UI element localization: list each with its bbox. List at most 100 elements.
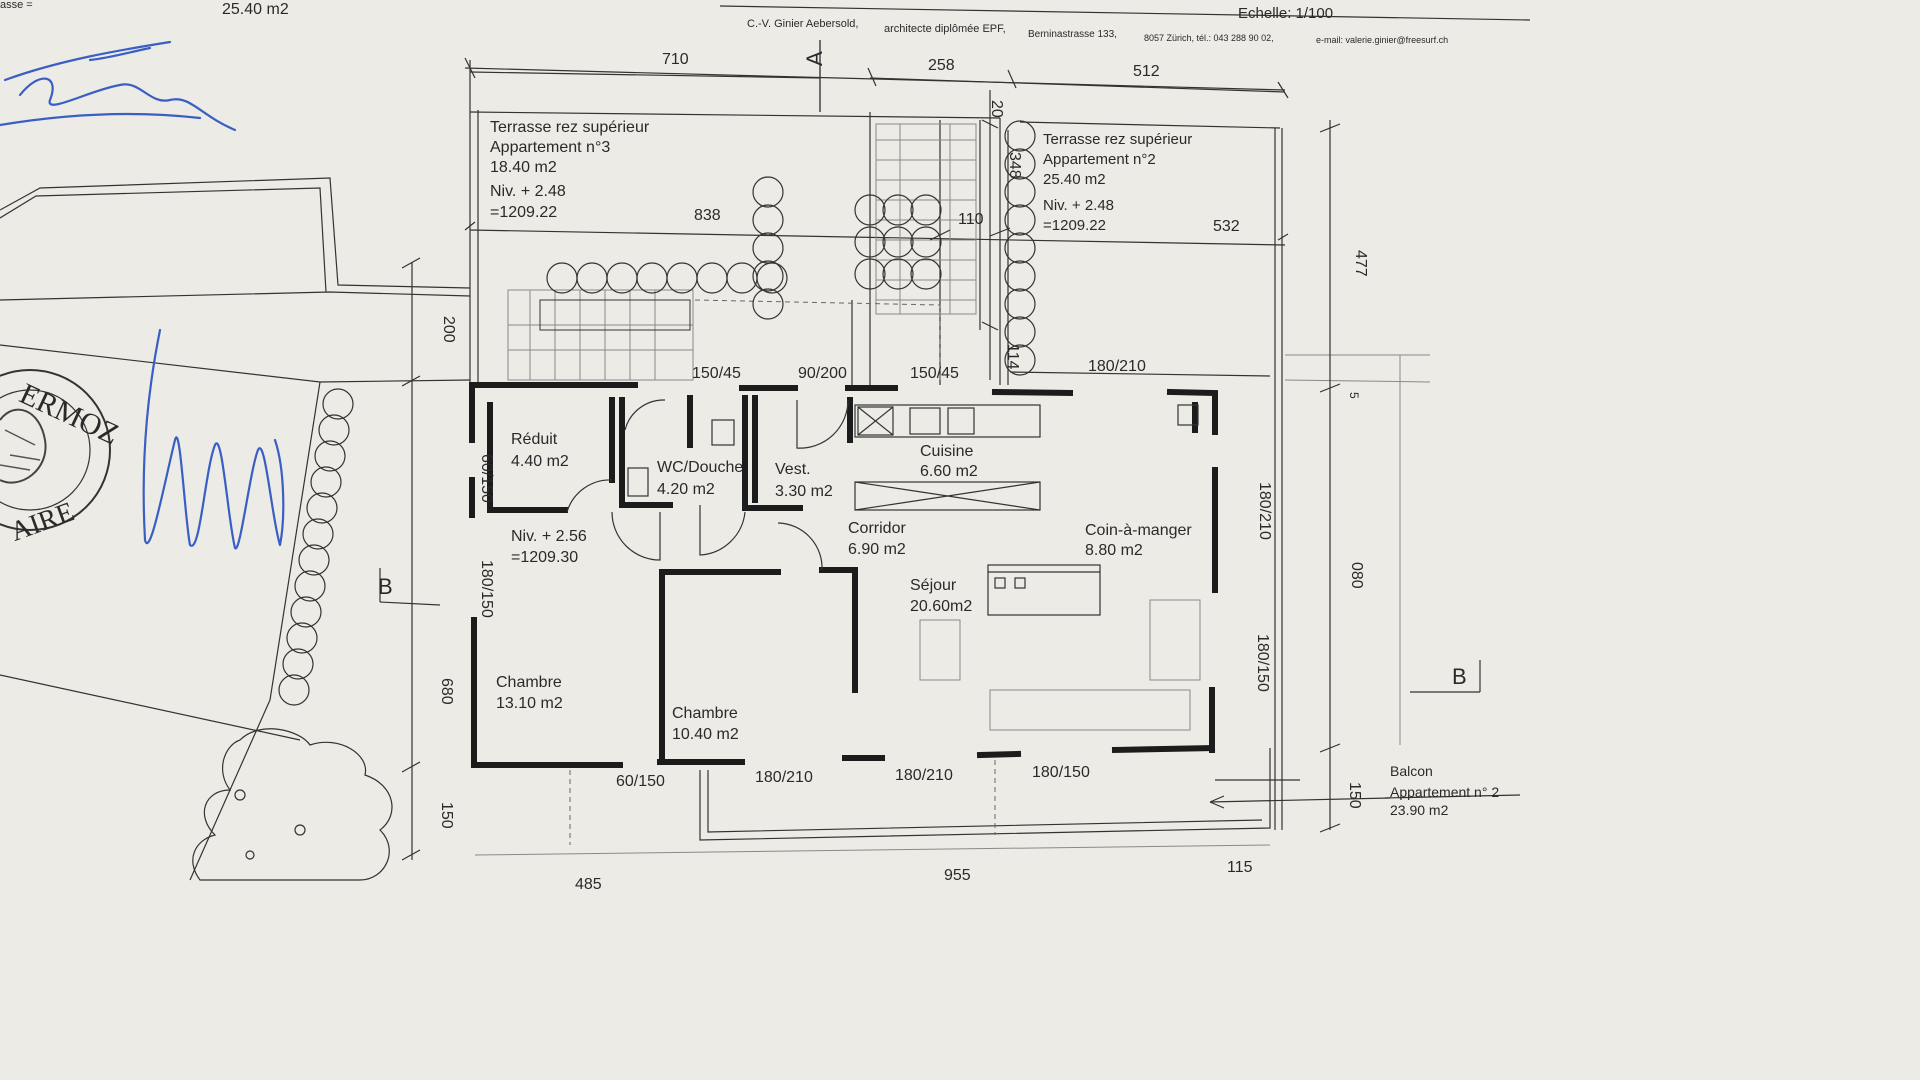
shrub xyxy=(696,262,728,294)
opening-90-200: 90/200 xyxy=(798,365,847,382)
architect-name: C.-V. Ginier Aebersold, xyxy=(747,18,858,30)
kitchen-counter xyxy=(854,404,1199,511)
shrub xyxy=(1004,260,1036,292)
dim-532: 532 xyxy=(1213,218,1240,235)
shrub xyxy=(752,260,784,292)
dimension-lines xyxy=(379,40,1481,861)
shrub xyxy=(286,622,318,654)
stamp-lettering-top: ERMOZ xyxy=(15,377,124,451)
floor-plan: asse = 25.40 m2 Echelle: 1/100 C.-V. Gin… xyxy=(0,0,1531,893)
shrub xyxy=(882,258,914,290)
bathroom-fixtures xyxy=(627,419,735,497)
dim-512: 512 xyxy=(1133,63,1160,80)
opening-60-150-bottom: 60/150 xyxy=(616,773,665,790)
header-rule xyxy=(719,5,1531,21)
dim-115: 115 xyxy=(1227,859,1253,876)
room-chambre1-name: Chambre xyxy=(496,674,562,691)
dim-150-left: 150 xyxy=(438,802,455,829)
top-left-label: asse = xyxy=(0,0,33,11)
dining-table xyxy=(987,564,1101,616)
terrace2-area: 25.40 m2 xyxy=(1043,171,1106,188)
room-corridor-name: Corridor xyxy=(848,520,906,537)
hedge-shrubs xyxy=(278,120,1036,706)
shrub xyxy=(322,388,354,420)
opening-180-210-bottom-a: 180/210 xyxy=(755,769,813,786)
terrace3-line1: Terrasse rez supérieur xyxy=(490,119,650,136)
architect-email: e-mail: valerie.ginier@freesurf.ch xyxy=(1316,35,1448,45)
opening-180-150-left: 180/150 xyxy=(478,560,495,618)
room-chambre2-area: 10.40 m2 xyxy=(672,726,739,743)
shrub xyxy=(278,674,310,706)
balcon-line2: Appartement n° 2 xyxy=(1390,784,1499,800)
room-reduit-area: 4.40 m2 xyxy=(511,453,569,470)
room-sejour-area: 20.60m2 xyxy=(910,598,972,615)
shrub xyxy=(1004,120,1036,152)
adjacent-structure xyxy=(0,177,471,881)
architect-title: architecte diplômée EPF, xyxy=(884,23,1006,35)
section-marker-a: A xyxy=(802,51,827,66)
shrub xyxy=(752,204,784,236)
shrub xyxy=(752,232,784,264)
room-cuisine-area: 6.60 m2 xyxy=(920,463,978,480)
official-stamp xyxy=(0,369,111,531)
shrub xyxy=(1004,204,1036,236)
signature-top xyxy=(0,40,237,132)
dim-710: 710 xyxy=(662,51,689,68)
shrub xyxy=(854,194,886,226)
terrace2-line2: Appartement n°2 xyxy=(1043,151,1156,168)
floor-altitude: =1209.30 xyxy=(511,549,578,566)
shrub xyxy=(302,518,334,550)
room-chambre1-area: 13.10 m2 xyxy=(496,695,563,712)
shrub xyxy=(290,596,322,628)
dim-20: 20 xyxy=(988,100,1005,118)
room-wc-name: WC/Douche xyxy=(657,459,743,476)
stair-upper xyxy=(875,123,977,315)
opening-150-45-b: 150/45 xyxy=(910,365,959,382)
shrub xyxy=(666,262,698,294)
signature-bottom xyxy=(142,328,285,550)
shrub xyxy=(306,492,338,524)
opening-180-210-top: 180/210 xyxy=(1088,358,1146,375)
shrub xyxy=(882,226,914,258)
dim-150-right: 150 xyxy=(1346,782,1363,809)
stair-lower xyxy=(507,289,694,381)
shrub xyxy=(1004,316,1036,348)
balcony-outline xyxy=(474,748,1521,856)
room-vest-area: 3.30 m2 xyxy=(775,483,833,500)
opening-150-45-a: 150/45 xyxy=(692,365,741,382)
shrub xyxy=(752,176,784,208)
shrub xyxy=(854,226,886,258)
room-corridor-area: 6.90 m2 xyxy=(848,541,906,558)
terrace3-area: 18.40 m2 xyxy=(490,159,557,176)
shrub xyxy=(282,648,314,680)
shrub xyxy=(910,258,942,290)
terrace2-line1: Terrasse rez supérieur xyxy=(1043,131,1192,148)
architect-city-phone: 8057 Zürich, tél.: 043 288 90 02, xyxy=(1144,33,1274,43)
shrub xyxy=(910,194,942,226)
shrub xyxy=(546,262,578,294)
shrub xyxy=(854,258,886,290)
dim-955: 955 xyxy=(944,867,971,884)
dim-348: 348 xyxy=(1006,152,1023,179)
door-swings xyxy=(566,399,849,571)
dim-200: 200 xyxy=(440,316,457,343)
dim-110: 110 xyxy=(958,211,984,228)
floor-level: Niv. + 2.56 xyxy=(511,528,587,545)
dim-114: 114 xyxy=(1004,344,1021,370)
room-vest-name: Vest. xyxy=(775,461,811,478)
section-marker-b-right: B xyxy=(1452,664,1467,689)
architect-address: Berninastrasse 133, xyxy=(1028,29,1117,40)
opening-180-210-bottom-b: 180/210 xyxy=(895,767,953,784)
shrub xyxy=(298,544,330,576)
dim-680: 680 xyxy=(438,678,455,705)
dim-477: 477 xyxy=(1352,250,1369,277)
shrub xyxy=(576,262,608,294)
overhang-line xyxy=(694,299,941,380)
balcon-line1: Balcon xyxy=(1390,763,1433,779)
shrub xyxy=(752,288,784,320)
shrub xyxy=(882,194,914,226)
shrub xyxy=(636,262,668,294)
balcon-area: 23.90 m2 xyxy=(1390,802,1449,818)
opening-180-210-right: 180/210 xyxy=(1256,482,1273,540)
dim-838: 838 xyxy=(694,207,721,224)
